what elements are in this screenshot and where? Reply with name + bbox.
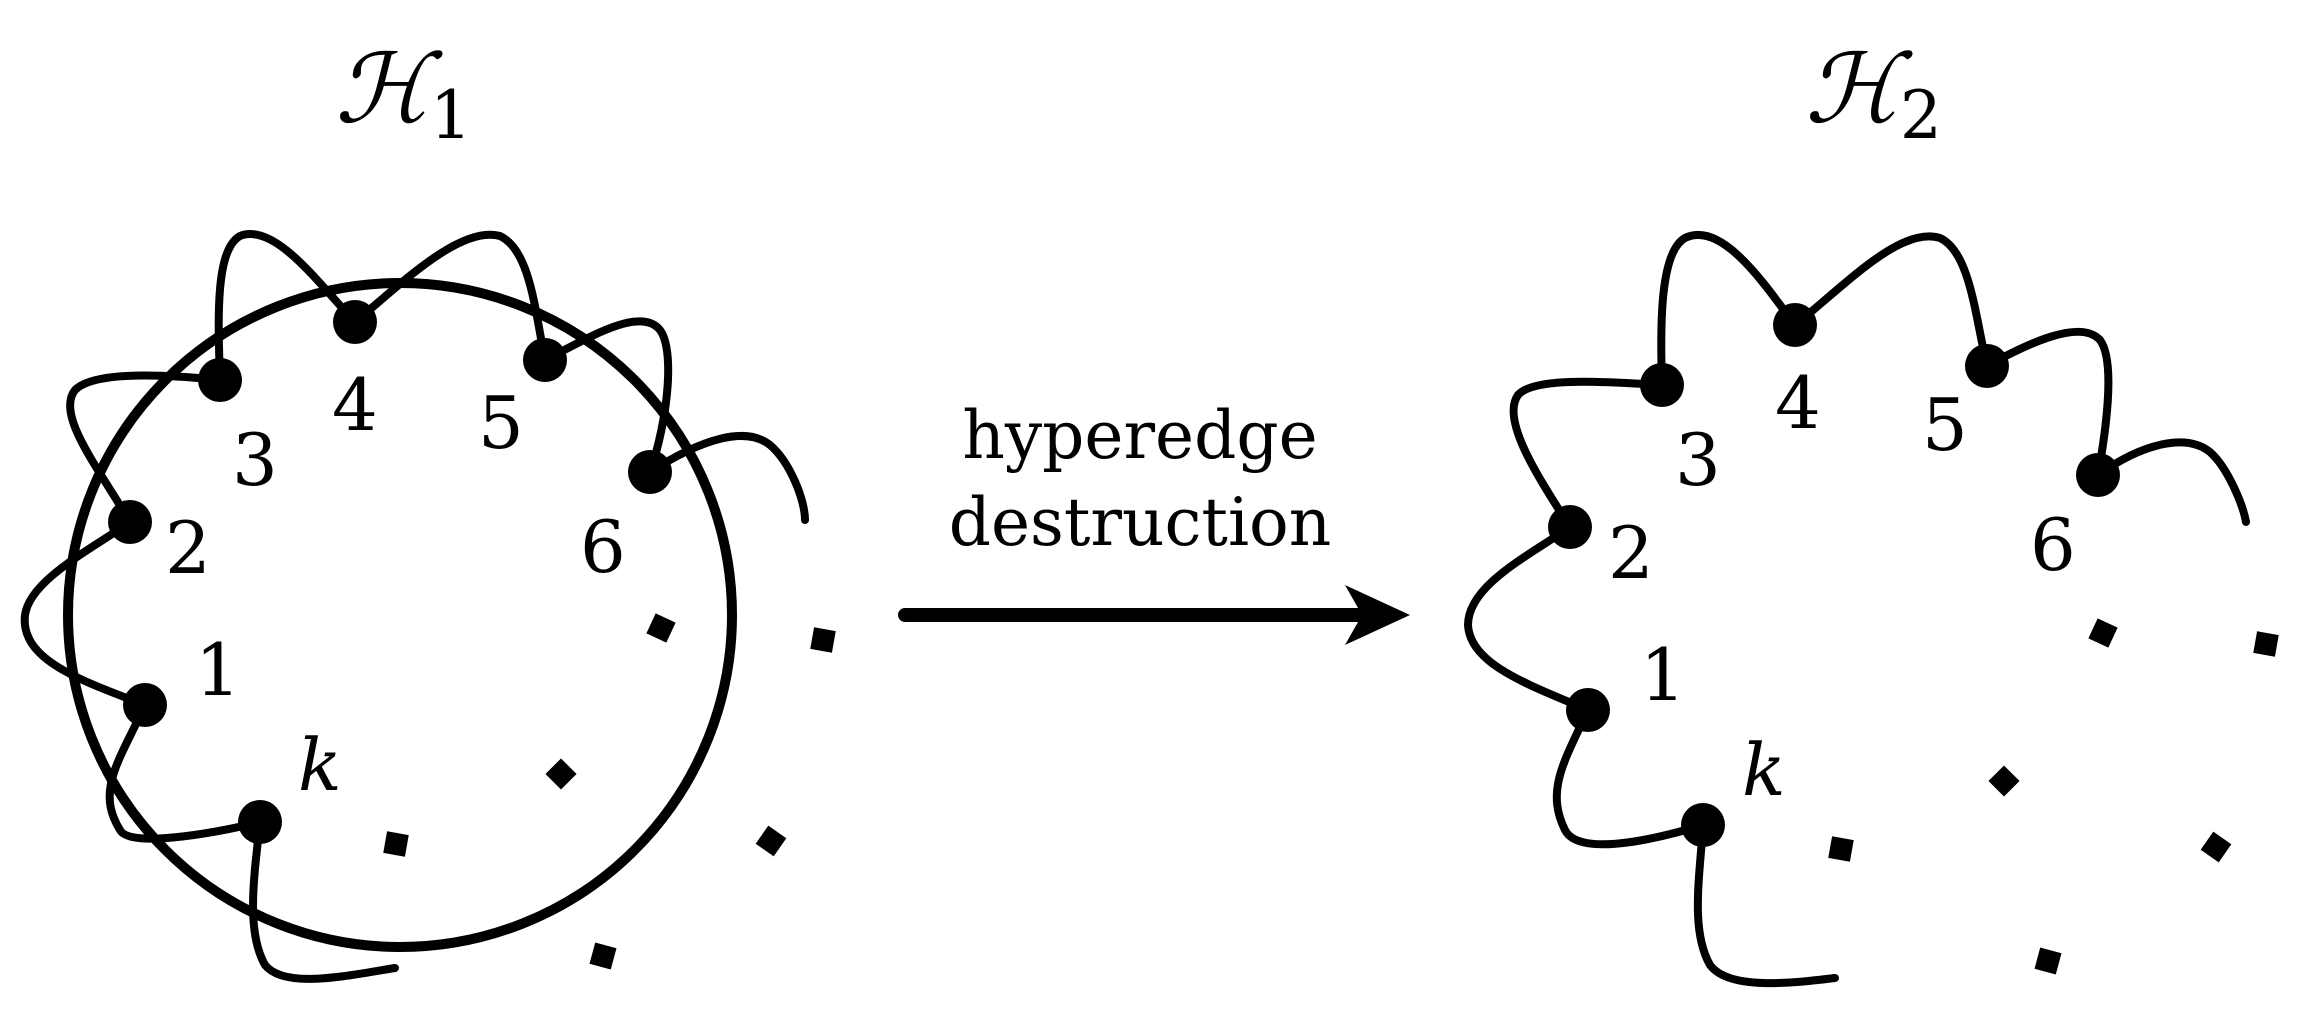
left-inner-dot-2: [545, 758, 577, 790]
left-vertex-3: [198, 358, 242, 402]
right-label-4: 4: [1775, 361, 1821, 445]
arrow-label-line1: hyperedge: [962, 397, 1317, 474]
left-label-6: 6: [580, 505, 626, 589]
arrow-head: [1345, 585, 1410, 645]
right-inner-dot-1: [2088, 618, 2118, 648]
right-vertex-5: [1965, 344, 2009, 388]
left-cycle-edge-1-2: [20, 518, 149, 709]
right-outer-dot-1: [2253, 631, 2279, 657]
left-title-subscript: 1: [430, 77, 472, 154]
left-cycle-edge-k-1: [105, 701, 264, 843]
left-cycle-edge-3-4: [214, 230, 359, 384]
right-title-letter: ℋ: [1805, 33, 1913, 145]
left-cycle-edge-2-3: [66, 371, 224, 526]
right-cycle-edge-2-3: [1509, 377, 1666, 531]
right-cycle-edge-6-open: [2094, 438, 2250, 526]
left-label-4: 4: [332, 363, 378, 447]
right-label-3: 3: [1675, 418, 1721, 502]
right-inner-dot-3: [1828, 836, 1854, 862]
right-vertex-1: [1566, 688, 1610, 732]
left-label-3: 3: [232, 418, 278, 502]
left-title-letter: ℋ: [335, 33, 443, 145]
left-cycle-edge-4-5: [351, 230, 549, 364]
left-outer-dot-1: [810, 627, 836, 653]
left-cycle-edge-6-open: [646, 432, 809, 524]
left-label-k: k: [298, 723, 342, 807]
left-cycle-edge-5-6: [541, 317, 673, 476]
left-outer-dot-2: [755, 825, 787, 857]
left-inner-dot-3: [383, 831, 409, 857]
right-label-k: k: [1742, 728, 1786, 812]
left-label-2: 2: [165, 506, 211, 590]
left-cycle-edge-k-open: [249, 818, 399, 983]
right-inner-dot-2: [1988, 765, 2020, 797]
arrow-label-line2: destruction: [949, 484, 1332, 561]
right-label-6: 6: [2030, 503, 2076, 587]
left-label-5: 5: [478, 381, 524, 465]
right-vertex-6: [2076, 453, 2120, 497]
right-vertex-4: [1773, 303, 1817, 347]
right-outer-dot-2: [2200, 831, 2232, 863]
right-outer-dot-3: [2034, 947, 2062, 975]
right-vertex-k: [1681, 803, 1725, 847]
right-cycle-edge-4-5: [1791, 232, 1991, 370]
right-cycle-edge-k-open: [1693, 821, 1839, 988]
left-title: ℋ1: [335, 33, 472, 154]
right-title: ℋ2: [1805, 33, 1942, 154]
right-hypergraph: ℋ2 1 2 3 4 5 6 k: [1463, 33, 2279, 988]
left-hypergraph: ℋ1 1 2 3 4 5 6 k: [20, 33, 836, 983]
right-vertex-2: [1548, 505, 1592, 549]
right-vertex-3: [1640, 363, 1684, 407]
right-cycle-edge-3-4: [1657, 231, 1799, 389]
right-title-subscript: 2: [1900, 77, 1942, 154]
left-vertex-1: [123, 683, 167, 727]
right-cycle-edge-5-6: [1983, 327, 2113, 479]
left-vertex-6: [628, 450, 672, 494]
left-label-1: 1: [195, 628, 241, 712]
right-label-1: 1: [1640, 633, 1686, 717]
left-vertex-4: [333, 300, 377, 344]
right-label-2: 2: [1608, 511, 1654, 595]
left-outer-dot-3: [589, 942, 617, 970]
right-label-5: 5: [1922, 383, 1968, 467]
right-cycle-edge-k-1: [1552, 706, 1707, 849]
left-vertex-k: [238, 800, 282, 844]
left-vertex-5: [523, 338, 567, 382]
transformation-arrow: hyperedge destruction: [898, 397, 1410, 645]
left-vertex-2: [108, 500, 152, 544]
right-cycle-edge-1-2: [1463, 523, 1592, 714]
left-inner-dot-1: [646, 613, 676, 643]
